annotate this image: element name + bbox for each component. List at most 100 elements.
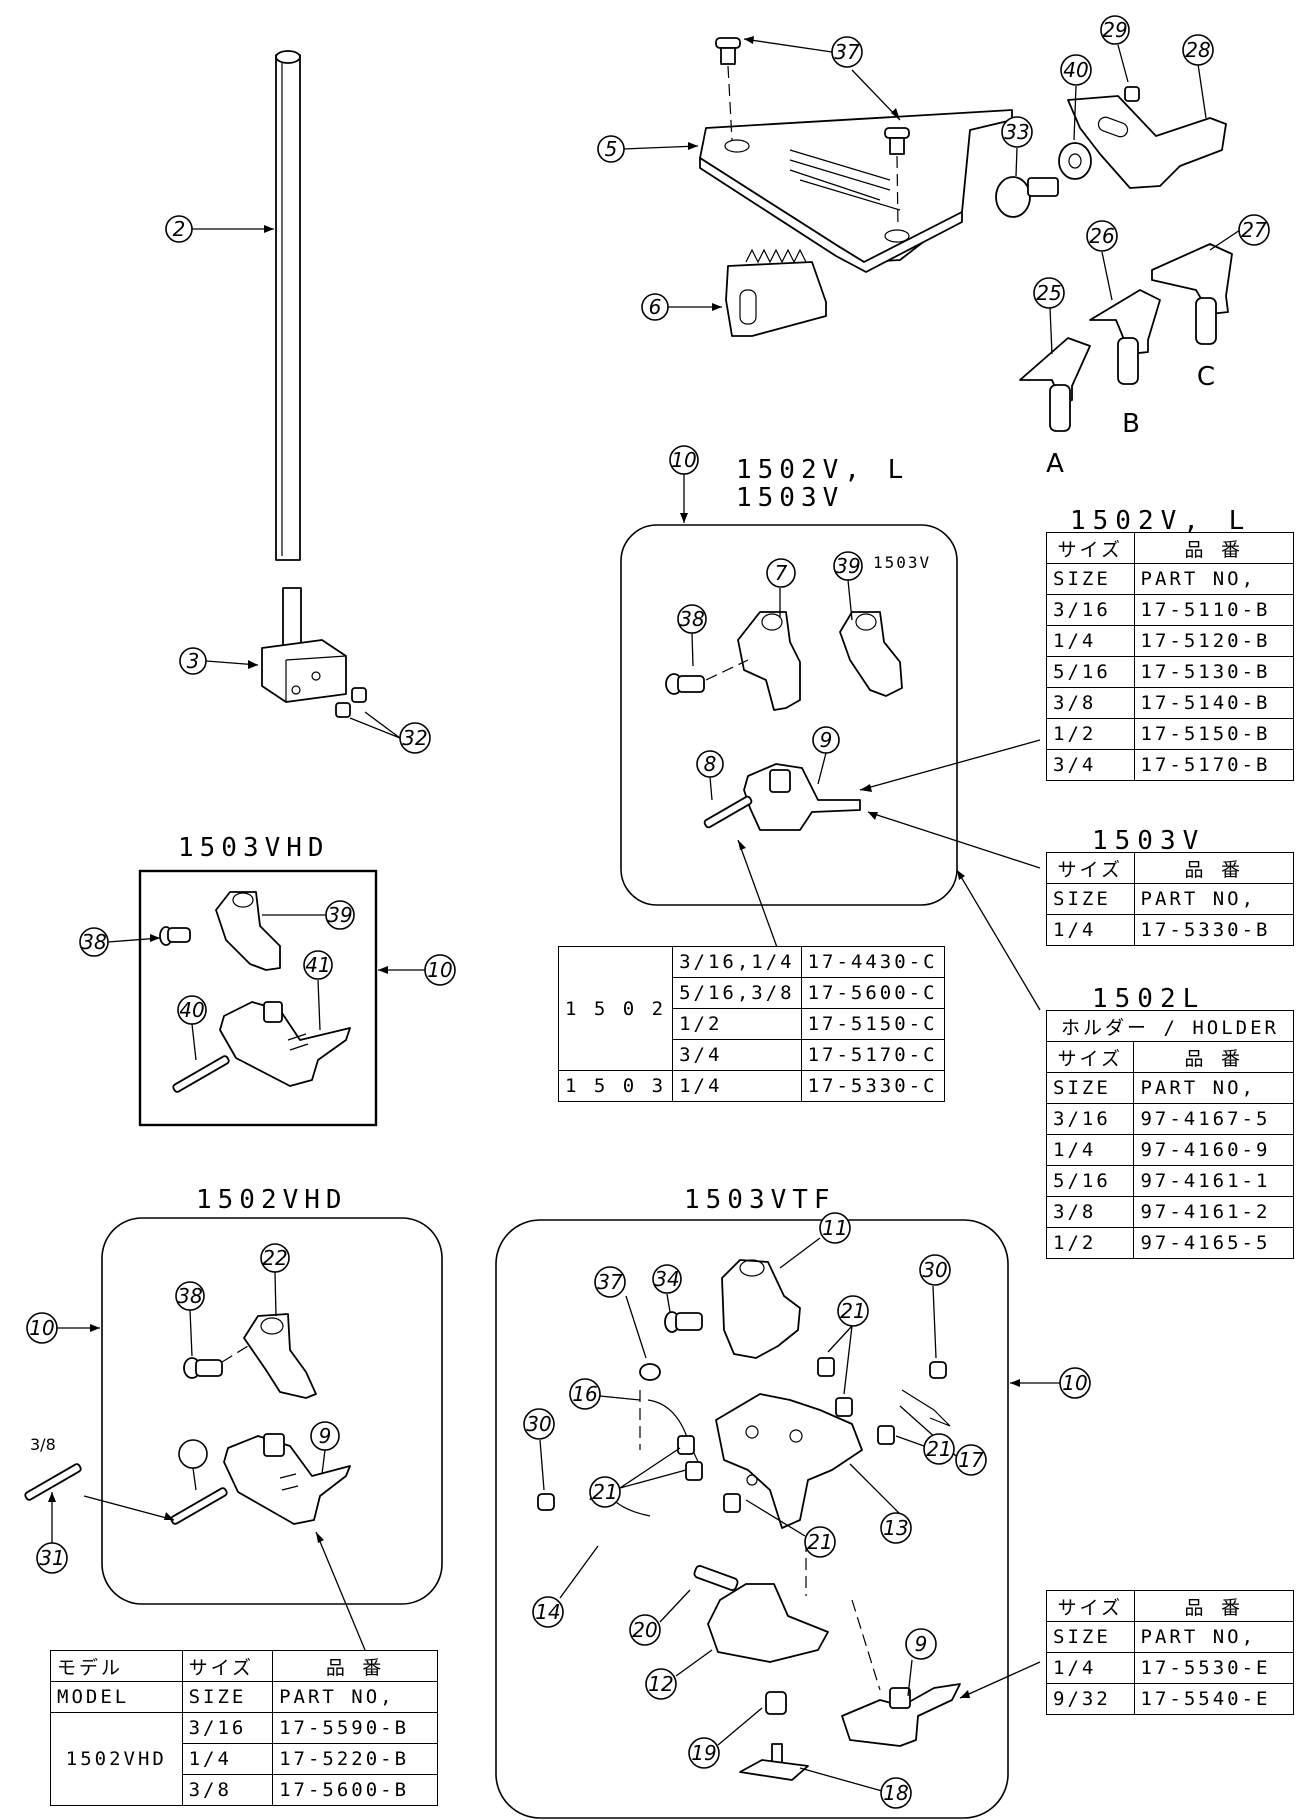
svg-text:8: 8 [704,752,717,776]
callout-10d: 10 [1059,1367,1091,1399]
screw-28b [537,1493,555,1511]
svg-text:10: 10 [671,448,696,472]
center-group-title-2: 1503V [736,483,844,513]
vhd1503-frame [138,869,378,1127]
callout-6: 6 [641,293,669,321]
lever-13 [715,1393,863,1529]
callout-28b: 30 [523,1408,555,1440]
svg-text:11: 11 [822,1216,847,1240]
screw-18 [739,1743,809,1781]
callout-21d: 21 [804,1526,836,1558]
set-screw-21c [877,1425,895,1445]
callout-10a: 10 [669,445,699,475]
callout-14: 14 [532,1596,564,1628]
callout-38b [178,1439,208,1469]
callout-11: 11 [819,1212,851,1244]
svg-text:21: 21 [592,1480,617,1504]
callout-8: 8 [696,750,724,778]
svg-text:21: 21 [840,1299,865,1323]
svg-text:10: 10 [29,1316,54,1340]
presser-foot-41 [219,1001,351,1087]
pin-8 [703,795,753,829]
svg-text:5: 5 [605,137,618,161]
vhd1503-title: 1503VHD [178,833,330,863]
variant-a-label: A [1046,449,1064,479]
svg-text:9: 9 [319,1424,332,1448]
callout-24: 26 [1086,220,1118,252]
screw-37 [639,1363,661,1381]
callout-32: 34 [652,1264,682,1294]
svg-text:7: 7 [775,561,788,585]
callout-19: 19 [688,1737,720,1769]
svg-text:39: 39 [327,903,352,927]
vhd1502-frame [101,1217,443,1605]
callout-21a: 21 [837,1295,869,1327]
callout-29: 31 [36,1542,68,1574]
screw-33b [159,926,191,946]
callout-34a: 37 [831,36,863,68]
callout-33a: 38 [677,604,707,634]
variant-a-part [1019,337,1091,432]
presser-holder-26 [243,1313,317,1399]
callout-38a: 40 [177,995,207,1025]
th-part-jp: 品 番 [1133,532,1294,564]
svg-text:10: 10 [427,958,452,982]
presser-foot-9a [743,763,861,831]
svg-text:33: 33 [1004,120,1029,144]
callout-30: 32 [399,722,431,754]
svg-text:27: 27 [1241,218,1267,242]
presser-foot-9b [223,1433,351,1525]
svg-text:37: 37 [834,40,860,64]
svg-text:14: 14 [535,1600,560,1624]
screw-33c [183,1357,223,1379]
set-screw-21a [817,1357,853,1417]
feed-dog-part [725,248,827,337]
screw-32 [664,1311,703,1333]
svg-text:21: 21 [926,1437,951,1461]
model-1503: 1 5 0 3 [557,1070,674,1102]
callout-22: 28 [1182,34,1214,66]
callout-10c: 10 [26,1312,58,1344]
svg-text:3: 3 [187,649,200,673]
svg-text:29: 29 [1102,18,1127,42]
callout-9b: 9 [310,1421,340,1451]
svg-text:31: 31 [39,1546,64,1570]
callout-27: 29 [1100,15,1130,45]
washer-40 [1058,142,1092,180]
table-1502vl-title: 1502V, L [1070,506,1252,536]
callout-3: 3 [179,647,207,675]
screw-34a [715,37,741,65]
throat-plate-part [699,65,1013,273]
callout-18: 18 [880,1777,912,1809]
svg-text:12: 12 [648,1672,673,1696]
screw-34b [884,127,910,155]
pin-38a [172,1055,230,1093]
callout-9a: 9 [812,726,840,754]
callout-21b: 21 [923,1433,955,1465]
rod-part [275,50,301,561]
screw-28a [929,1361,947,1379]
presser-holder-39a [839,611,903,697]
svg-text:21: 21 [807,1530,832,1554]
svg-text:20: 20 [632,1618,657,1642]
screw-27 [1124,86,1140,102]
inline-1503v-label: 1503V [873,553,931,572]
callout-25: 27 [1238,214,1270,246]
svg-text:10: 10 [1062,1371,1087,1395]
spring-20 [693,1565,739,1591]
